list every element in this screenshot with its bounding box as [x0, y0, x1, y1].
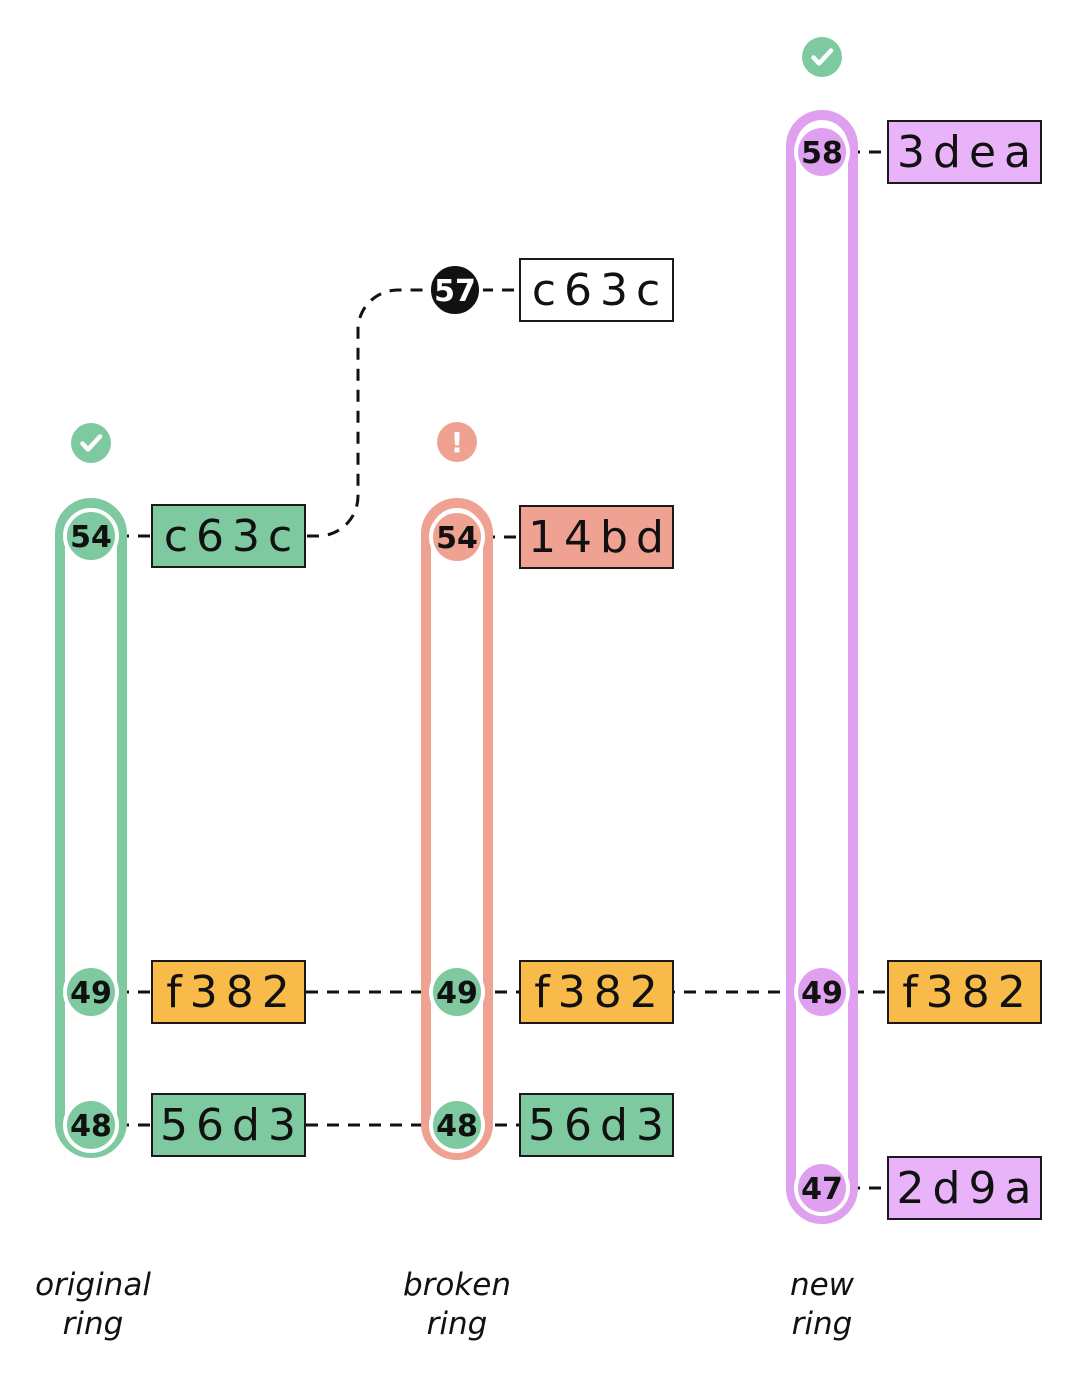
original-ring-nodes: 54 49 48 [63, 508, 119, 1153]
broken-ring-label-line2: ring [427, 1306, 488, 1342]
new-ring-status [802, 37, 842, 77]
new-node-58-seq: 58 [801, 136, 843, 171]
new-hash-f382: f382 [902, 967, 1033, 1018]
new-ring-label-line1: new [790, 1267, 855, 1303]
original-ring-status [71, 423, 111, 463]
detached-node-57-seq: 57 [434, 274, 476, 309]
new-hash-box-2d9a [887, 1156, 1042, 1220]
new-node-58-circle [794, 124, 850, 180]
exclamation-icon [437, 422, 477, 462]
new-node-49-seq: 49 [801, 976, 843, 1011]
original-hash-c63c: c63c [164, 511, 300, 562]
original-hash-box-56d3 [151, 1093, 306, 1157]
new-ring-capsule [786, 110, 858, 1224]
original-node-49-seq: 49 [70, 976, 112, 1011]
check-icon-mark [80, 434, 103, 452]
hash-boxes: c63c f382 56d3 c63c 14bd f382 56d3 3dea … [151, 120, 1042, 1220]
original-node-48-seq: 48 [70, 1109, 112, 1144]
original-node-49-circle [63, 964, 119, 1020]
connector-original-c63c-to-57-curve [307, 288, 429, 538]
new-ring-nodes: 58 49 47 [794, 124, 850, 1216]
original-node-54-seq: 54 [70, 520, 112, 555]
new-ring-label-line2: ring [792, 1306, 853, 1342]
broken-hash-box-56d3 [519, 1093, 674, 1157]
broken-ring-label-line1: broken [403, 1267, 511, 1303]
broken-ring-status: ! [437, 422, 477, 462]
new-node-47-circle [794, 1160, 850, 1216]
broken-node-48-seq: 48 [436, 1109, 478, 1144]
detached-hash-c63c: c63c [532, 265, 668, 316]
original-ring-label-line1: original [35, 1267, 151, 1303]
broken-node-48-circle [429, 1097, 485, 1153]
broken-node-54-seq: 54 [436, 521, 478, 556]
broken-node-49-seq: 49 [436, 976, 478, 1011]
broken-hash-f382: f382 [534, 967, 665, 1018]
broken-node-49-circle [429, 964, 485, 1020]
original-ring-capsule [55, 498, 127, 1158]
new-hash-3dea: 3dea [897, 127, 1039, 178]
new-hash-box-f382 [887, 960, 1042, 1024]
broken-hash-box-f382 [519, 960, 674, 1024]
new-hash-2d9a: 2d9a [897, 1163, 1040, 1214]
new-node-47-seq: 47 [801, 1172, 843, 1207]
broken-hash-box-14bd [519, 505, 674, 569]
broken-ring-capsule [421, 498, 493, 1160]
original-hash-box-c63c [151, 504, 306, 568]
check-icon-mark [811, 48, 834, 66]
dashed-connectors [117, 150, 888, 1190]
original-node-48-circle [63, 1097, 119, 1153]
detached-node-57-circle [427, 262, 483, 318]
detached-node-57: 57 [427, 262, 483, 318]
broken-hash-14bd: 14bd [528, 512, 672, 563]
detached-hash-box-c63c [519, 258, 674, 322]
column-labels: original ring broken ring new ring [35, 1267, 855, 1342]
original-node-54-circle [63, 508, 119, 564]
broken-node-54-circle [429, 509, 485, 565]
original-hash-box-f382 [151, 960, 306, 1024]
new-node-49-circle [794, 964, 850, 1020]
exclamation-icon-glyph: ! [451, 426, 464, 459]
original-hash-f382: f382 [166, 967, 297, 1018]
original-ring-label-line2: ring [63, 1306, 124, 1342]
original-hash-56d3: 56d3 [160, 1100, 304, 1151]
broken-ring-nodes: 54 49 48 [429, 509, 485, 1153]
new-hash-box-3dea [887, 120, 1042, 184]
broken-hash-56d3: 56d3 [528, 1100, 672, 1151]
